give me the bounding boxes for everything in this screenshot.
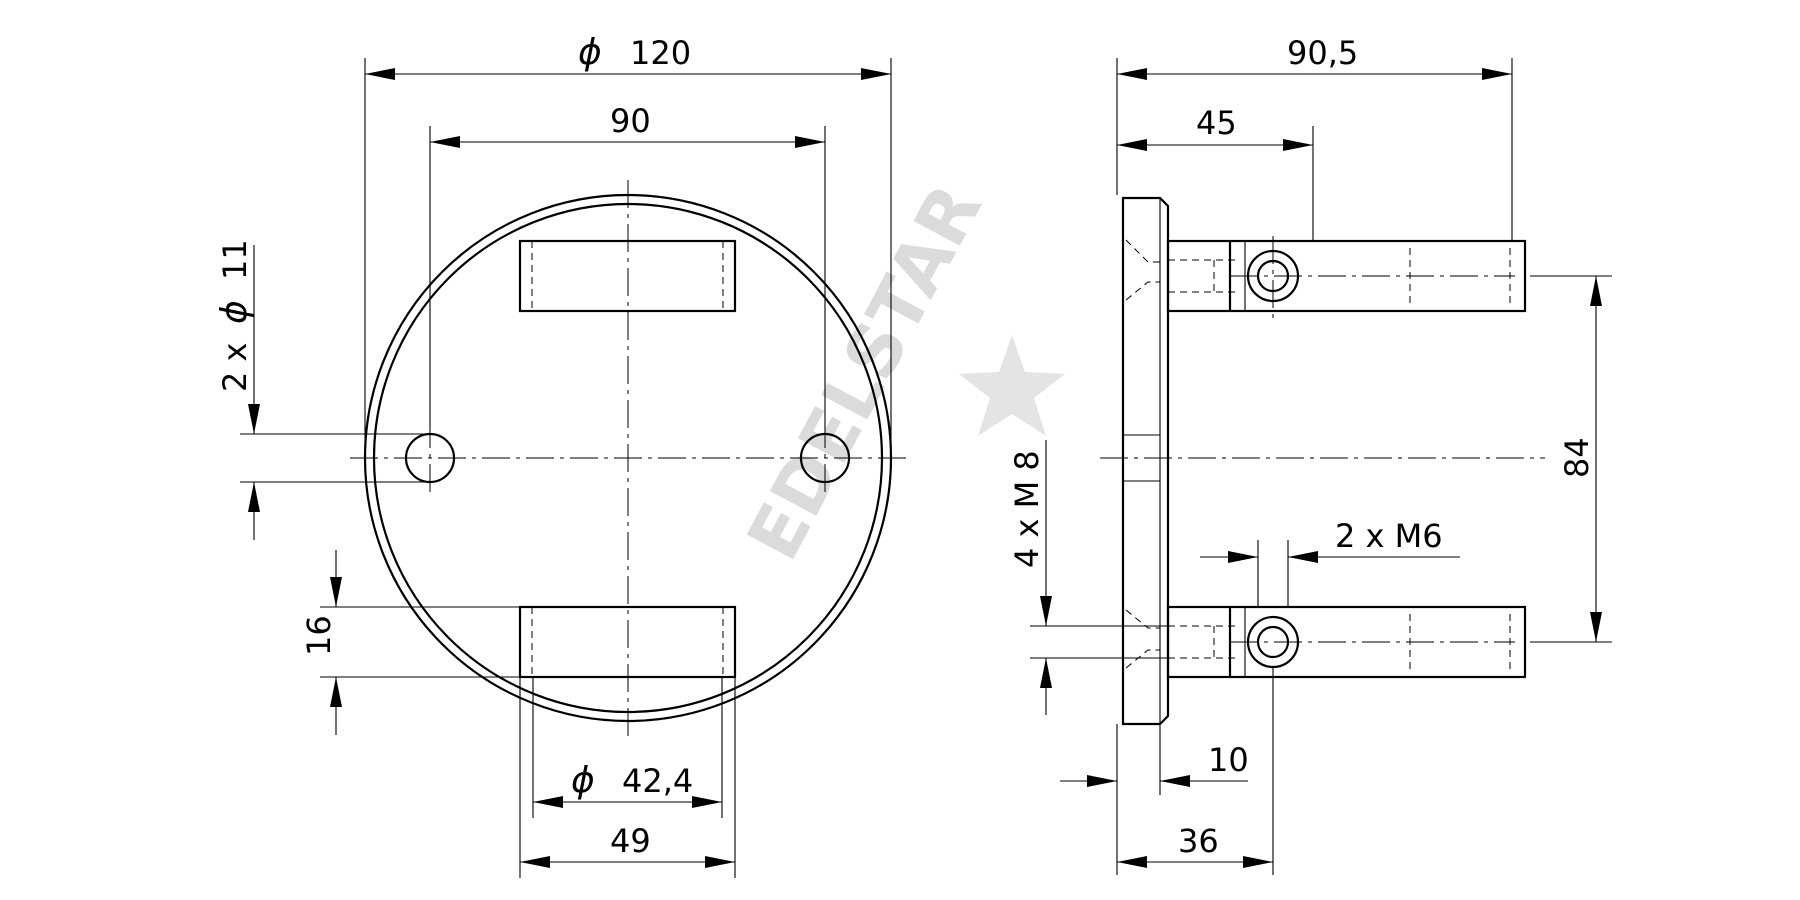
dim-slot-length-value: 49 [610, 822, 651, 860]
dim-screw-position-value: 45 [1196, 104, 1237, 142]
flange-plate [1121, 196, 1170, 726]
side-view: 90,5 45 84 4 x M 8 [1008, 34, 1612, 875]
dim-threads-m6-value: 2 x M6 [1335, 517, 1443, 555]
dim-slot-width-value: 16 [300, 615, 338, 656]
dim-screw-offset: 36 [1117, 667, 1274, 875]
dim-threads-m6: 2 x M6 [1200, 517, 1460, 607]
dim-hole-count: 2 x [216, 343, 254, 392]
bottom-countersink-hidden [1125, 609, 1160, 669]
dim-tube-diameter: ϕ 42,4 [532, 677, 723, 818]
dim-hole-diameter-value: 11 [216, 239, 254, 280]
watermark-star-icon [959, 335, 1065, 436]
dim-screw-offset-value: 36 [1178, 822, 1219, 860]
dim-hole-spacing-value: 90 [610, 102, 651, 140]
dim-threads-m8: 4 x M 8 [1008, 440, 1168, 715]
top-arm [1166, 236, 1527, 318]
diameter-symbol: ϕ [571, 760, 595, 801]
diameter-symbol: ϕ [578, 32, 602, 73]
dim-screw-position: 45 [1117, 104, 1314, 241]
dim-hole-spacing: 90 [429, 102, 826, 430]
dim-total-depth-value: 90,5 [1287, 34, 1358, 72]
watermark-text: EDELSTAR [731, 171, 998, 573]
dim-tube-diameter-value: 42,4 [622, 762, 693, 800]
dim-slot-width: 16 [300, 550, 520, 735]
dim-total-depth: 90,5 [1116, 34, 1513, 241]
dim-vertical-spacing-value: 84 [1558, 437, 1596, 478]
diameter-symbol: ϕ [214, 300, 255, 324]
dim-vertical-spacing: 84 [1530, 275, 1612, 643]
dim-outer-diameter: ϕ 120 [364, 32, 892, 458]
dim-threads-m8-value: 4 x M 8 [1008, 450, 1046, 568]
dim-outer-diameter-value: 120 [630, 34, 691, 72]
dim-plate-thickness: 10 [1060, 724, 1249, 875]
dim-hole-diameter: 2 x ϕ 11 [214, 239, 430, 540]
dim-plate-thickness-value: 10 [1208, 741, 1249, 779]
top-countersink-hidden [1125, 239, 1160, 301]
dim-slot-length: 49 [519, 677, 736, 878]
bottom-arm [1166, 605, 1527, 679]
front-view: ϕ 120 90 2 x ϕ 11 [214, 32, 910, 878]
